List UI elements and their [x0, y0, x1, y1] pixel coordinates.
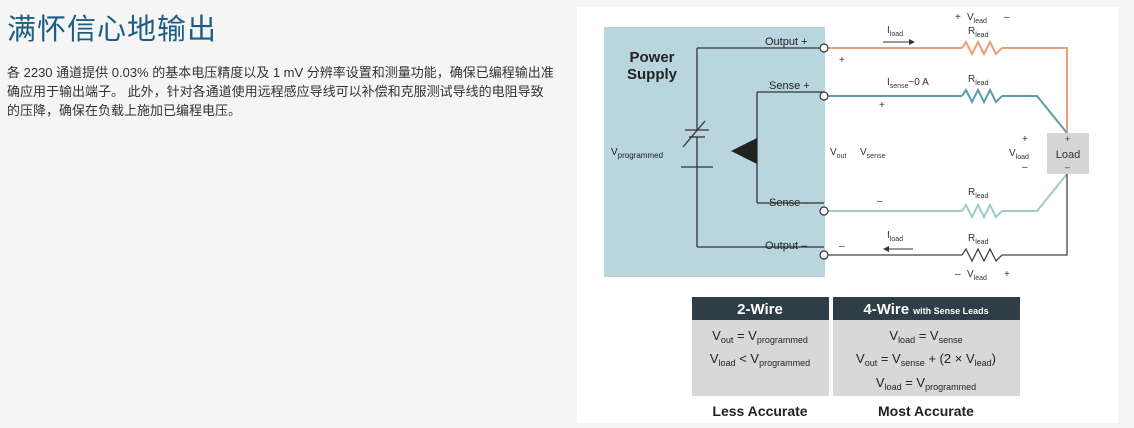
vlead-top-plus: +	[955, 12, 961, 23]
terminal-sense-plus-label: Sense +	[769, 80, 810, 92]
rlead-resistor-2	[961, 87, 1003, 105]
two-wire-footer: Less Accurate	[712, 403, 807, 419]
plus-output-wire: +	[839, 55, 845, 66]
minus-sense-wire: –	[877, 196, 883, 207]
rlead-resistor-4	[961, 247, 1003, 263]
vload-minus: –	[1022, 162, 1028, 173]
rlead-resistor-3	[961, 202, 1003, 220]
terminal-output-plus	[819, 43, 829, 53]
page-title: 满怀信心地输出	[7, 14, 218, 46]
rlead-label-3: Rlead	[968, 187, 989, 200]
load-label: Load	[1056, 149, 1080, 161]
four-wire-row3: Vload = Vprogrammed	[876, 375, 976, 392]
two-wire-column: 2-Wire Vout = Vprogrammed Vload < Vprogr…	[692, 297, 829, 419]
rlead-label-2: Rlead	[968, 74, 989, 87]
terminal-sense-plus	[819, 91, 829, 101]
four-wire-row2: Vout = Vsense + (2 × Vlead)	[856, 351, 996, 368]
plus-sense-wire: +	[879, 100, 885, 111]
two-wire-header: 2-Wire	[737, 301, 783, 318]
load-box	[1047, 133, 1089, 174]
four-wire-header-bg	[833, 297, 1020, 320]
two-wire-body-bg	[692, 320, 829, 396]
iload-bottom-label: Iload	[887, 230, 903, 243]
sense-minus-wire-2	[1002, 173, 1068, 212]
vout-label: Vout	[830, 147, 846, 160]
iload-top-label: Iload	[887, 25, 903, 38]
terminal-output-minus-label: Output –	[765, 240, 808, 252]
vlead-top-minus: –	[1004, 12, 1010, 23]
vlead-top-label: Vlead	[967, 12, 987, 25]
rlead-label-1: Rlead	[968, 26, 989, 39]
terminal-output-plus-label: Output +	[765, 36, 808, 48]
four-wire-body-bg	[833, 320, 1020, 396]
output-minus-wire-2	[1002, 174, 1068, 256]
terminal-sense-minus-label: Sense –	[769, 197, 810, 209]
two-wire-header-bg	[692, 297, 829, 320]
terminal-output-minus	[819, 250, 829, 260]
iload-top-arrowhead	[909, 39, 915, 45]
isense-label: Isense~0 A	[887, 77, 929, 90]
vload-plus: +	[1022, 134, 1028, 145]
four-wire-row1: Vload = Vsense	[889, 328, 962, 345]
two-wire-row1: Vout = Vprogrammed	[712, 328, 808, 345]
vlead-bottom-minus: –	[955, 269, 961, 280]
circuit-diagram: Power Supply Vprogrammed Output + Sense …	[604, 12, 1089, 419]
four-wire-footer: Most Accurate	[878, 403, 974, 419]
vload-label: Vload	[1009, 148, 1029, 161]
power-supply-label-line1: Power	[629, 49, 674, 66]
vlead-bottom-plus: +	[1004, 269, 1010, 280]
sense-plus-wire-2	[1002, 95, 1068, 134]
rlead-resistor-1	[961, 39, 1003, 57]
terminal-sense-minus	[819, 206, 829, 216]
power-supply-box	[604, 27, 825, 277]
iload-bottom-arrowhead	[883, 246, 889, 252]
load-minus: –	[1065, 162, 1070, 172]
vsense-label: Vsense	[860, 147, 885, 160]
content-panel: 满怀信心地输出 各 2230 通道提供 0.03% 的基本电压精度以及 1 mV…	[0, 0, 560, 427]
amplifier-symbol	[731, 138, 757, 164]
four-wire-diagram-figure: Power Supply Vprogrammed Output + Sense …	[577, 7, 1118, 423]
vlead-bottom-label: Vlead	[967, 269, 987, 282]
output-plus-wire-2	[1002, 47, 1068, 133]
vprogrammed-label: Vprogrammed	[611, 147, 663, 160]
power-supply-label-line2: Supply	[627, 66, 678, 83]
description-text: 各 2230 通道提供 0.03% 的基本电压精度以及 1 mV 分辨率设置和测…	[7, 65, 554, 118]
rlead-label-4: Rlead	[968, 233, 989, 246]
two-wire-row2: Vload < Vprogrammed	[710, 351, 810, 368]
minus-output-wire: –	[839, 241, 845, 252]
load-plus: +	[1065, 134, 1070, 144]
internal-wiring	[681, 47, 824, 248]
